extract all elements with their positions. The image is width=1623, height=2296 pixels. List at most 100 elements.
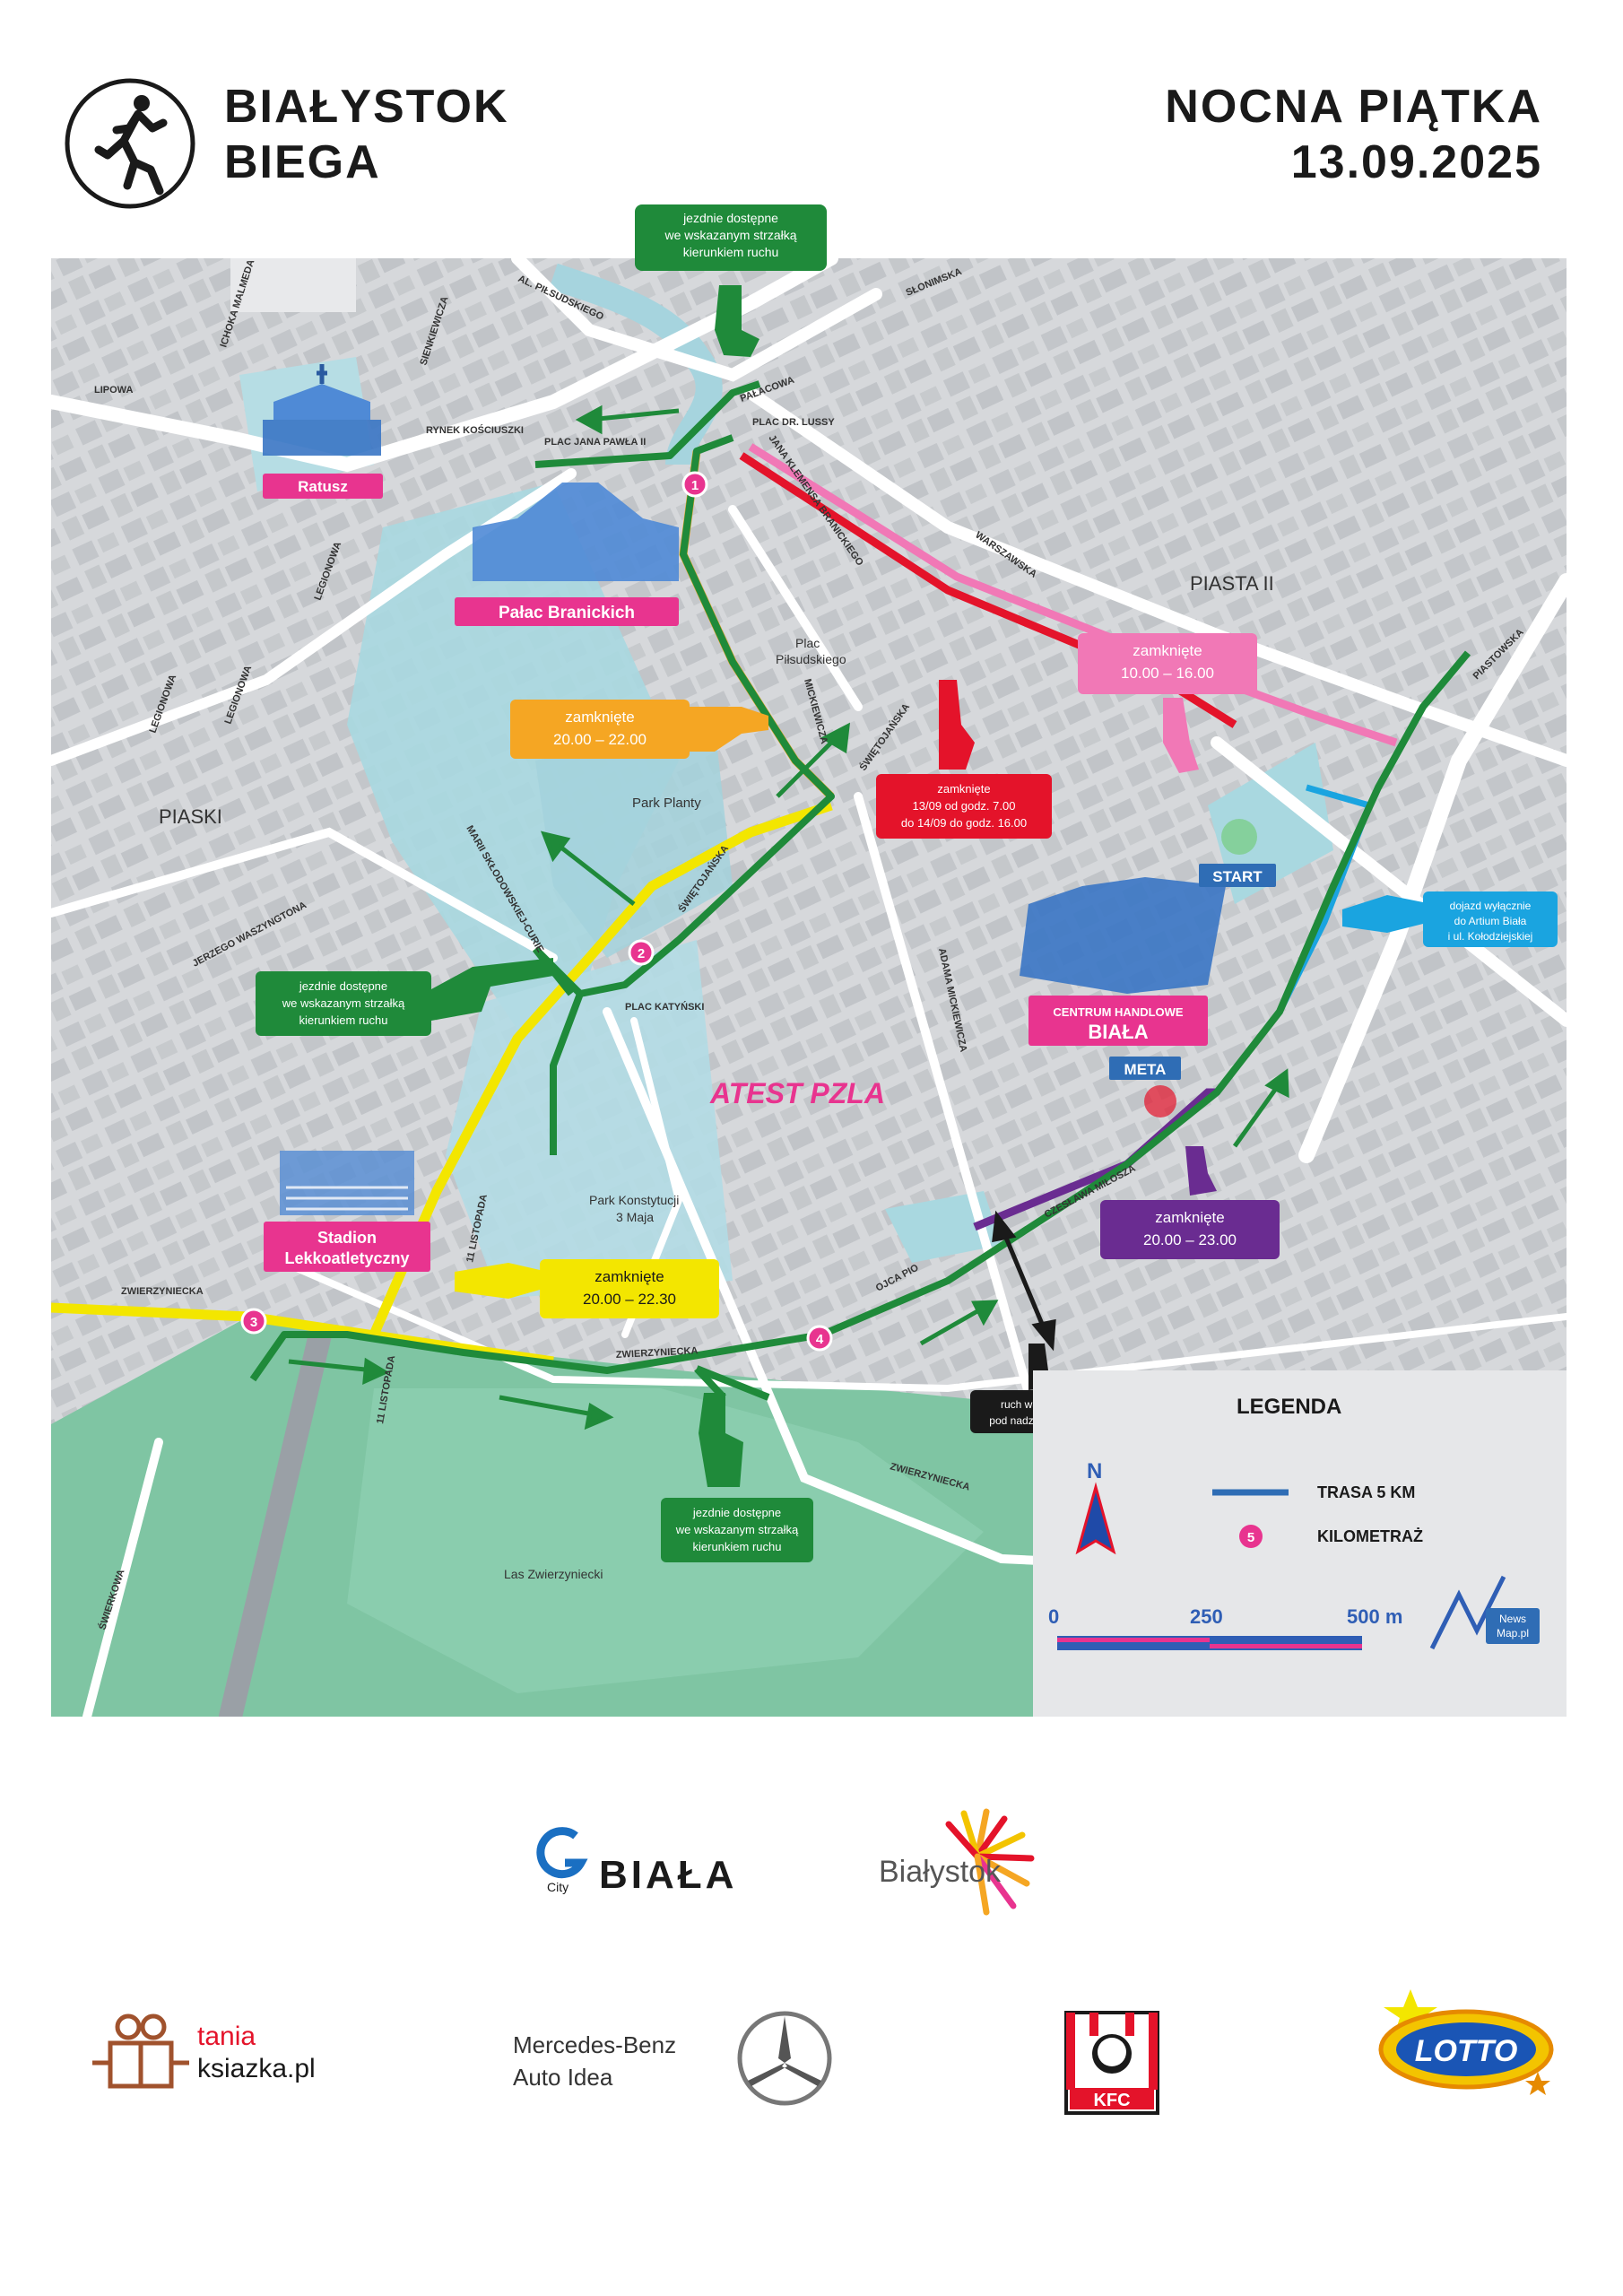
runner-logo <box>63 76 197 211</box>
start-marker[interactable] <box>1221 819 1257 855</box>
biala-landmark[interactable]: CENTRUM HANDLOWE BIAŁA <box>1020 877 1226 1046</box>
km-4-label: 4 <box>816 1332 824 1347</box>
legend-km-swatch <box>1239 1525 1263 1548</box>
hand-pointer-icon <box>1163 698 1199 773</box>
hand-pointer-icon <box>455 1263 540 1299</box>
callout-bottom-line-3: kierunkiem ruchu <box>693 1540 782 1553</box>
street-rynek: RYNEK KOŚCIUSZKI <box>426 424 524 436</box>
small-star-icon <box>1525 2072 1550 2095</box>
direction-arrows <box>288 404 1289 1431</box>
callout-orange-line-1: zamknięte <box>565 709 634 726</box>
start-label: START <box>1212 868 1263 885</box>
callout-orange[interactable]: zamknięte 20.00 – 22.00 <box>510 700 768 759</box>
stadion-label-1: Stadion <box>317 1229 377 1247</box>
mercedes-star-logo[interactable] <box>735 2009 834 2108</box>
taniaksiazka-logo[interactable]: tania ksiazka.pl <box>85 2000 327 2099</box>
callout-left-line-2: we wskazanym strzałką <box>282 996 405 1010</box>
white-square <box>230 258 356 312</box>
street-lipowa: LIPOWA <box>94 385 133 396</box>
km-marker-4: 4 <box>806 1325 833 1352</box>
two-way-arrow[interactable] <box>992 1210 1056 1352</box>
callout-top-green-box[interactable]: jezdnie dostępne we wskazanym strzałką k… <box>635 204 827 271</box>
scale-500: 500 m <box>1347 1605 1402 1628</box>
g-letter-icon <box>536 1827 588 1879</box>
lotto-logo[interactable]: LOTTO <box>1367 1982 1556 2099</box>
hand-pointer-icon <box>431 958 553 1021</box>
callout-red[interactable]: zamknięte 13/09 od godz. 7.00 do 14/09 d… <box>876 680 1052 839</box>
km-marker-3: 3 <box>240 1308 267 1335</box>
place-park-konstytucji-2: 3 Maja <box>616 1210 654 1224</box>
ksiazka-text: ksiazka.pl <box>197 2054 316 2083</box>
callout-pink-line-2: 10.00 – 16.00 <box>1121 665 1214 682</box>
gcity-biala-logo[interactable]: City BIAŁA <box>529 1825 780 1897</box>
scale-250: 250 <box>1190 1605 1223 1628</box>
konstytucji-park <box>446 940 733 1299</box>
street-zwierzyniecka-2: ZWIERZYNIECKA <box>616 1345 699 1361</box>
place-park-planty: Park Planty <box>632 796 701 811</box>
legend-km-label: KILOMETRAŻ <box>1317 1527 1423 1545</box>
place-park-konstytucji-1: Park Konstytucji <box>589 1193 679 1207</box>
km-3-label: 3 <box>250 1315 257 1330</box>
callout-yellow-line-2: 20.00 – 22.30 <box>583 1291 676 1308</box>
callout-pink-line-1: zamknięte <box>1133 642 1202 659</box>
callout-red-line-1: zamknięte <box>937 782 990 796</box>
meta-marker[interactable] <box>1144 1085 1176 1118</box>
north-label: N <box>1087 1459 1102 1483</box>
callout-left-line-1: jezdnie dostępne <box>299 979 387 993</box>
ratusz-landmark[interactable]: Ratusz <box>263 364 383 499</box>
red-closure[interactable] <box>739 452 1237 728</box>
stadion-landmark[interactable]: Stadion Lekkoatletyczny <box>264 1151 430 1272</box>
callout-bottom-green[interactable]: jezdnie dostępne we wskazanym strzałką k… <box>661 1393 813 1562</box>
lotto-text: LOTTO <box>1415 2034 1518 2068</box>
hand-pointer-icon <box>690 707 768 752</box>
callout-top-line-2: we wskazanym strzałką <box>664 228 797 242</box>
legend-box: LEGENDA N TRASA 5 KM 5 KILOMETRAŻ 0 250 … <box>1033 1370 1567 1717</box>
place-piaski: PIASKI <box>159 805 222 828</box>
callout-pink[interactable]: zamknięte 10.00 – 16.00 <box>1078 633 1257 773</box>
kfc-logo[interactable]: KFC <box>1063 2009 1161 2117</box>
callout-orange-line-2: 20.00 – 22.00 <box>553 731 647 748</box>
km-2-label: 2 <box>638 946 645 961</box>
place-plac-2: Piłsudskiego <box>776 652 846 666</box>
legend-km-sample: 5 <box>1247 1530 1254 1545</box>
callout-blue-line-2: do Artium Biała <box>1454 915 1527 927</box>
mercedes-line-2: Auto Idea <box>513 2064 613 2091</box>
start-badge[interactable] <box>1199 864 1276 887</box>
route-line[interactable] <box>249 380 1471 1382</box>
callout-left-green[interactable]: jezdnie dostępne we wskazanym strzałką k… <box>256 958 553 1036</box>
street-plac-katynski: PLAC KATYŃSKI <box>625 1001 704 1013</box>
bialystok-logo[interactable]: Białystok <box>879 1803 1076 1919</box>
hand-pointer-icon <box>1342 895 1423 933</box>
mercedes-star-icon <box>748 2016 821 2086</box>
callout-top-green[interactable] <box>715 285 759 357</box>
legend-title: LEGENDA <box>1237 1395 1341 1419</box>
star-icon <box>1384 1989 1437 2038</box>
place-piasta: PIASTA II <box>1190 572 1274 595</box>
route-map[interactable]: AL. PIŁSUDSKIEGO SŁONIMSKA PAŁACOWA ICHO… <box>51 258 1567 1717</box>
callout-blue[interactable]: dojazd wyłącznie do Artium Biała i ul. K… <box>1342 891 1558 947</box>
brand-line-1: BIAŁYSTOK <box>224 81 509 133</box>
tania-text: tania <box>197 2022 256 2051</box>
brand-line-2: BIEGA <box>224 136 381 188</box>
scale-0: 0 <box>1048 1605 1059 1628</box>
callout-purple[interactable]: zamknięte 20.00 – 23.00 <box>1100 1146 1280 1259</box>
brand-title: BIAŁYSTOK BIEGA <box>224 79 509 190</box>
km-1-label: 1 <box>691 478 699 493</box>
callout-top-line-1: jezdnie dostępne <box>683 211 778 225</box>
callout-yellow-line-1: zamknięte <box>595 1268 664 1285</box>
meta-badge[interactable] <box>1109 1057 1181 1080</box>
hand-pointer-icon <box>699 1393 743 1487</box>
route-branch-bottom <box>694 1365 770 1401</box>
hand-pointer-icon <box>939 680 975 770</box>
newsmap-label-2: Map.pl <box>1497 1627 1529 1639</box>
newsmap-logo-icon <box>1429 1575 1506 1650</box>
owl-book-icon <box>92 2013 189 2089</box>
biala-text: BIAŁA <box>599 1853 737 1897</box>
kfc-text: KFC <box>1093 2091 1130 2110</box>
callout-purple-line-1: zamknięte <box>1155 1209 1224 1226</box>
callout-purple-line-2: 20.00 – 23.00 <box>1143 1231 1237 1248</box>
callout-yellow[interactable]: zamknięte 20.00 – 22.30 <box>455 1259 719 1318</box>
palac-landmark[interactable]: Pałac Branickich <box>455 483 679 626</box>
centrum-label-1: CENTRUM HANDLOWE <box>1053 1005 1183 1019</box>
legend-route-label: TRASA 5 KM <box>1317 1483 1415 1501</box>
